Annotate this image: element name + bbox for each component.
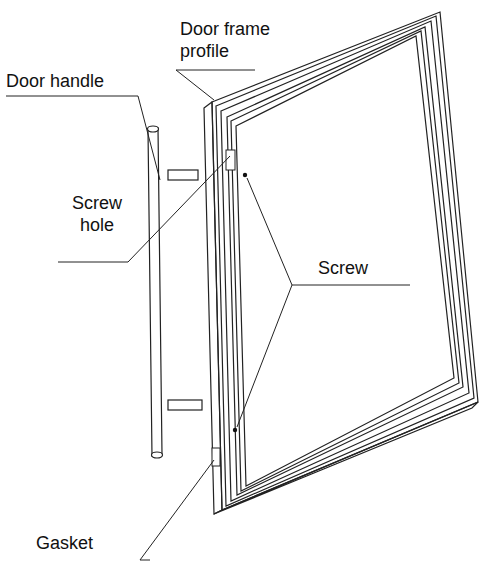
screw: [233, 428, 237, 432]
door-frame: [204, 12, 478, 514]
frame-profile-line: [236, 36, 454, 486]
leader-line: [237, 285, 292, 427]
handle-end: [152, 452, 163, 458]
leader-line: [176, 70, 255, 100]
part-label: Gasket: [36, 532, 136, 554]
frame-profile-line: [212, 12, 478, 510]
frame-profile-line: [227, 27, 463, 495]
door-handle: [148, 126, 203, 458]
screw: [243, 173, 247, 177]
leader-line: [6, 96, 160, 180]
handle-standoff: [168, 400, 202, 410]
leader-line: [140, 460, 214, 560]
handle-end: [148, 126, 159, 132]
part-label: Door frame profile: [180, 18, 280, 62]
part-label: Screw hole: [62, 192, 132, 236]
frame-profile-line: [216, 16, 474, 506]
screws: [233, 173, 247, 432]
screw-hole: [212, 448, 220, 466]
part-label: Screw: [318, 257, 408, 279]
leader-line: [247, 178, 410, 285]
handle-bar: [148, 128, 162, 456]
leader-line: [58, 156, 230, 262]
screw-hole: [226, 150, 235, 170]
frame-profile-line: [221, 21, 469, 501]
handle-standoff: [168, 170, 198, 180]
frame-profile-line: [231, 31, 459, 491]
screw-holes: [212, 150, 235, 466]
leader-lines: [6, 70, 410, 560]
part-label: Door handle: [6, 70, 146, 92]
